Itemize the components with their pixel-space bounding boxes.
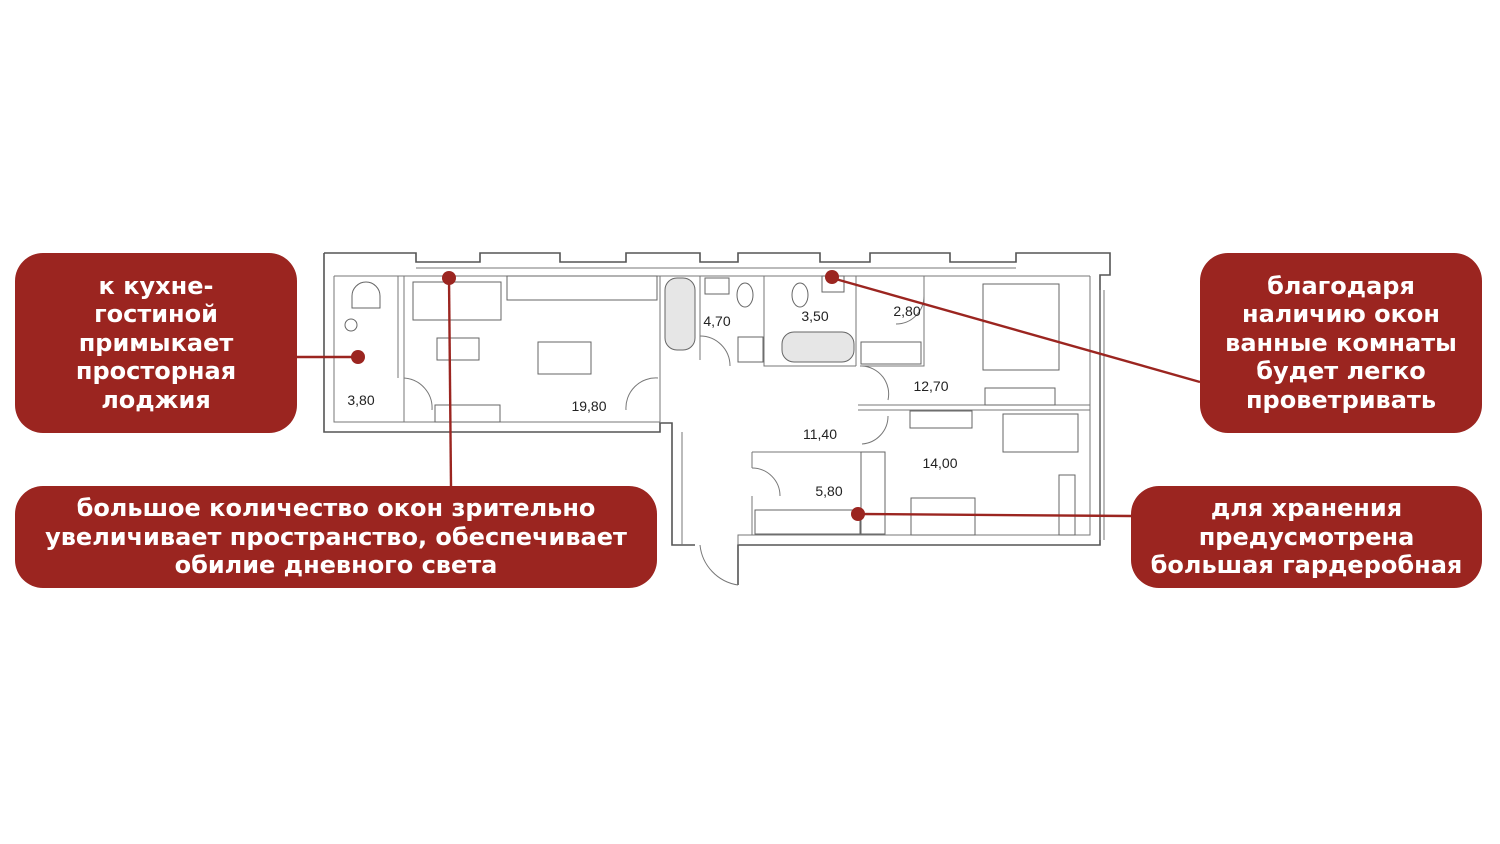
desk-icon xyxy=(984,387,1056,406)
desk-icon xyxy=(1058,474,1076,536)
callout-windows: большое количество окон зрительно увелич… xyxy=(15,486,657,588)
sink-icon xyxy=(704,277,730,295)
toilet-icon xyxy=(791,282,809,308)
room-labels: 3,80 19,80 4,70 3,50 2,80 12,70 11,40 14… xyxy=(347,303,957,499)
marker-dot xyxy=(351,350,365,364)
leader-lines xyxy=(297,270,1201,521)
tv-icon xyxy=(909,410,973,429)
room-area-kitchen-living: 19,80 xyxy=(571,398,606,414)
bathtub-icon xyxy=(664,277,696,351)
callout-bathroom-windows: благодаря наличию окон ванные комнаты бу… xyxy=(1200,253,1482,433)
room-area-bathroom-1: 4,70 xyxy=(703,313,730,329)
armchair-icon xyxy=(351,281,381,309)
kitchen-counter xyxy=(506,275,658,301)
marker-dot xyxy=(851,507,865,521)
walls xyxy=(323,252,1111,586)
wardrobe-shelves xyxy=(860,451,886,535)
furniture xyxy=(344,275,1079,536)
callout-wardrobe: для хранения предусмотрена большая гарде… xyxy=(1131,486,1482,588)
tv-icon xyxy=(434,404,501,423)
washing-machine-icon xyxy=(737,336,764,363)
sofa-icon xyxy=(412,281,502,321)
marker-dot xyxy=(825,270,839,284)
marker-dot xyxy=(442,271,456,285)
dining-table-icon xyxy=(537,341,592,375)
tv-stand-icon xyxy=(436,337,480,361)
table-icon xyxy=(344,318,358,332)
room-area-bathroom-2: 3,50 xyxy=(801,308,828,324)
wardrobe-shelves xyxy=(754,509,861,535)
callout-loggia: к кухне- гостиной примыкает просторная л… xyxy=(15,253,297,433)
room-area-closet-small: 2,80 xyxy=(893,303,920,319)
bathtub-icon xyxy=(781,331,855,363)
room-area-wardrobe: 5,80 xyxy=(815,483,842,499)
wardrobe-shelves xyxy=(860,341,922,365)
room-area-hallway: 11,40 xyxy=(803,426,837,442)
bed-icon xyxy=(1002,413,1079,453)
room-area-loggia: 3,80 xyxy=(347,392,374,408)
sofa-icon xyxy=(910,497,976,536)
toilet-icon xyxy=(736,282,754,308)
room-area-bedroom-1: 12,70 xyxy=(913,378,948,394)
room-area-bedroom-2: 14,00 xyxy=(922,455,957,471)
bed-icon xyxy=(982,283,1060,371)
